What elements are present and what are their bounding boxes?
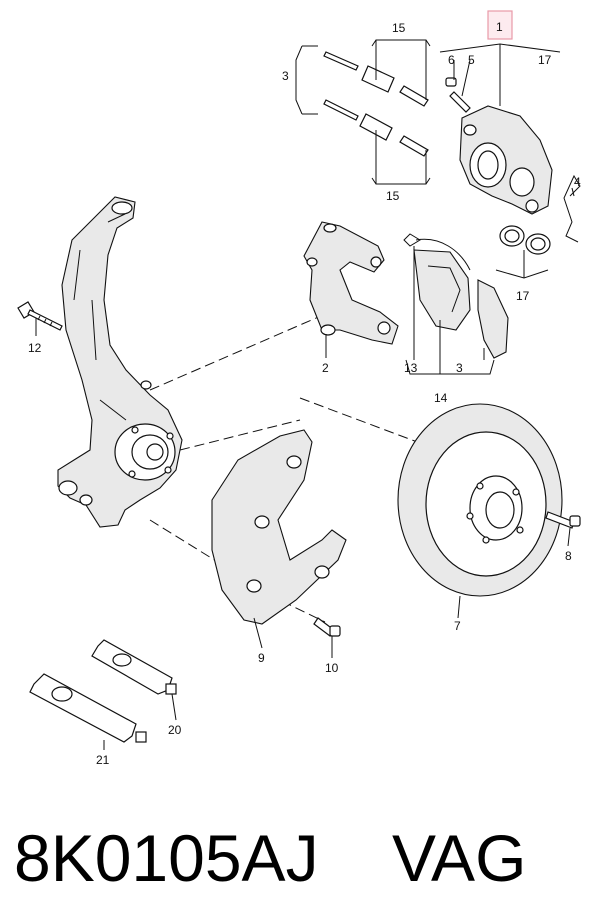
leader-lines (35, 39, 575, 750)
callout-1-highlight (487, 10, 513, 40)
callout-13: 13 (404, 361, 418, 375)
callout-9: 9 (258, 651, 265, 665)
callout-15-top: 15 (392, 21, 406, 35)
callout-10: 10 (325, 661, 339, 675)
callout-8: 8 (565, 549, 572, 563)
callout-14: 14 (434, 391, 448, 405)
callout-6: 6 (448, 53, 455, 67)
callout-17-bottom: 17 (516, 289, 530, 303)
callout-3-top: 3 (282, 69, 289, 83)
part-number: 8K0105AJ (14, 821, 319, 895)
callout-5: 5 (468, 53, 475, 67)
callout-15-bottom: 15 (386, 189, 400, 203)
callout-21: 21 (96, 753, 110, 767)
callout-17-top: 17 (538, 53, 552, 67)
steering-knuckle (57, 196, 183, 528)
brake-caliper (459, 105, 553, 215)
caliper-bracket (303, 221, 399, 345)
callout-1: 1 (496, 20, 503, 34)
callout-7: 7 (454, 619, 461, 633)
bolt-10 (313, 617, 341, 637)
callout-20: 20 (168, 723, 182, 737)
grease-tube-21 (29, 673, 147, 743)
bolt-8 (545, 511, 581, 529)
brand-name: VAG (391, 821, 527, 895)
guide-bolts (323, 51, 429, 157)
callout-12: 12 (28, 341, 42, 355)
piston-seals (499, 225, 551, 255)
bolt-12 (17, 301, 63, 331)
callout-2: 2 (322, 361, 329, 375)
bleed-screw-and-cap (445, 77, 471, 113)
callout-4: 4 (574, 175, 581, 189)
callout-3-bottom: 3 (456, 361, 463, 375)
brake-disc (397, 403, 563, 597)
footer-caption: 8K0105AJ VAG (14, 808, 586, 908)
callout-labels: 1 15 6 5 17 3 15 4 17 12 2 13 3 14 8 7 9… (28, 20, 581, 767)
dust-shield (211, 429, 347, 625)
grease-tube-20 (91, 639, 177, 695)
spring-clip-4 (563, 174, 581, 243)
brake-pads (403, 233, 509, 359)
